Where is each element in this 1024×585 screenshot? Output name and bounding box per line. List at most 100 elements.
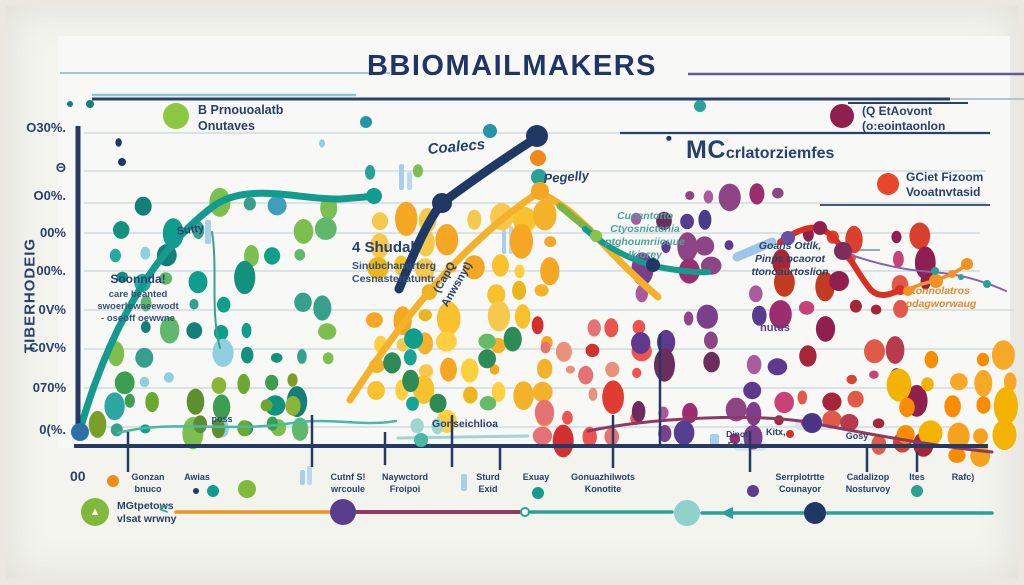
bar-glyph-icon	[205, 220, 211, 244]
mc-section-label: MCcrlatorziemfes	[686, 136, 834, 165]
cluster-dot	[532, 426, 553, 446]
line-teal-wavy-bottom	[116, 419, 398, 435]
cluster-dot	[140, 295, 152, 312]
cluster-dot	[893, 300, 909, 318]
cluster-dot	[264, 247, 281, 265]
bottom-legend-label: MGtpetows vlsat wrwny	[117, 500, 177, 525]
dot-marker	[532, 487, 544, 499]
cluster-dot	[992, 419, 1017, 450]
dot-marker	[531, 182, 549, 200]
legend-topleft-icon	[163, 103, 189, 129]
dot-marker	[781, 231, 795, 245]
cluster-dot	[415, 258, 435, 281]
cluster-dot	[886, 368, 912, 402]
x-tick-label: Naywctord Froipoi	[381, 472, 429, 494]
cluster-dot	[749, 183, 765, 205]
bar-glyph-icon	[407, 172, 412, 190]
cluster-dot	[436, 301, 461, 336]
cluster-dot	[412, 164, 423, 178]
annotation-goans: Goans Ottlk, Pinps ocaorot ttonoaurtosli…	[751, 240, 829, 279]
cluster-dot	[113, 221, 130, 239]
cluster-dot	[435, 331, 457, 352]
line-red-right	[777, 224, 903, 299]
page-title: BBIOMAILMAKERS	[366, 50, 658, 82]
cluster-dot	[993, 387, 1019, 425]
cluster-dot	[746, 401, 762, 426]
cluster-dot	[729, 433, 741, 445]
dot-marker	[786, 430, 794, 438]
dot-marker	[961, 258, 973, 270]
y-tick-label: 0V%	[38, 302, 66, 317]
y-tick-label: O30%.	[26, 120, 66, 135]
dot-cluster-scatter-top	[115, 135, 672, 180]
cluster-dot	[631, 400, 646, 423]
cluster-dot	[406, 396, 419, 411]
cluster-dot	[749, 285, 763, 303]
cluster-dot	[893, 250, 904, 268]
cluster-dot	[367, 257, 389, 280]
cluster-dot	[116, 271, 128, 283]
y-tick-label: O0%.	[33, 188, 66, 203]
cluster-dot	[746, 354, 762, 375]
cluster-dot	[864, 339, 885, 364]
cluster-dot	[383, 352, 401, 374]
dot-cluster-red-center	[531, 316, 652, 458]
cluster-dot	[797, 390, 808, 405]
cluster-dot	[725, 397, 747, 422]
cluster-dot	[658, 425, 672, 442]
cluster-dot	[395, 201, 418, 236]
cluster-dot	[921, 377, 934, 392]
dot-marker	[931, 267, 939, 275]
x-tick-label: Exuay	[522, 472, 550, 482]
cluster-dot	[666, 135, 672, 141]
cluster-dot	[704, 331, 718, 350]
cluster-dot	[822, 392, 842, 412]
line-lightblue-segment	[732, 237, 777, 262]
cluster-dot	[774, 391, 794, 414]
bar-glyph-icon	[710, 434, 719, 447]
cluster-dot	[270, 352, 283, 363]
dot-marker	[71, 423, 89, 441]
dot-marker	[802, 413, 822, 433]
cluster-dot	[237, 420, 252, 437]
cluster-dot	[260, 399, 273, 412]
legend-right2-line1: GCiet Fizoom	[906, 170, 984, 184]
cluster-dot	[478, 349, 496, 369]
cluster-dot	[410, 418, 424, 434]
cluster-dot	[487, 300, 510, 332]
cluster-dot	[285, 395, 301, 416]
mountain-icon: ▲	[89, 506, 101, 518]
cluster-dot	[402, 369, 419, 393]
cluster-dot	[587, 319, 601, 337]
dot-marker	[929, 274, 943, 288]
cluster-dot	[124, 393, 135, 408]
flow-arrowhead-icon	[720, 507, 733, 519]
dot-marker	[646, 258, 660, 272]
mc-rest: crlatorziemfes	[725, 145, 835, 162]
cluster-dot	[440, 357, 457, 382]
cluster-dot	[403, 349, 417, 366]
cluster-dot	[718, 183, 741, 212]
dot-marker	[67, 101, 73, 107]
cluster-dot	[294, 249, 306, 261]
cluster-dot	[767, 358, 788, 376]
cluster-dot	[654, 348, 675, 382]
cluster-dot	[661, 240, 671, 253]
cluster-dot	[322, 352, 334, 365]
cluster-dot	[532, 381, 553, 403]
cluster-dot	[743, 381, 762, 400]
cluster-dot	[294, 292, 312, 312]
cluster-dot	[297, 349, 307, 364]
cluster-dot	[769, 300, 792, 329]
cluster-dot	[540, 257, 560, 286]
cluster-dot	[244, 245, 259, 267]
x-tick-label: Rafc)	[951, 472, 975, 482]
cluster-dot	[947, 422, 970, 450]
cluster-dot	[134, 196, 152, 216]
cluster-dot	[186, 322, 203, 339]
cluster-dot	[429, 393, 447, 413]
legend-right2-label: GCiet Fizoom Vooatnvtasid	[906, 170, 983, 200]
line-yellow-rise	[346, 188, 543, 404]
dot-marker	[366, 188, 382, 204]
dot-marker	[526, 125, 548, 147]
